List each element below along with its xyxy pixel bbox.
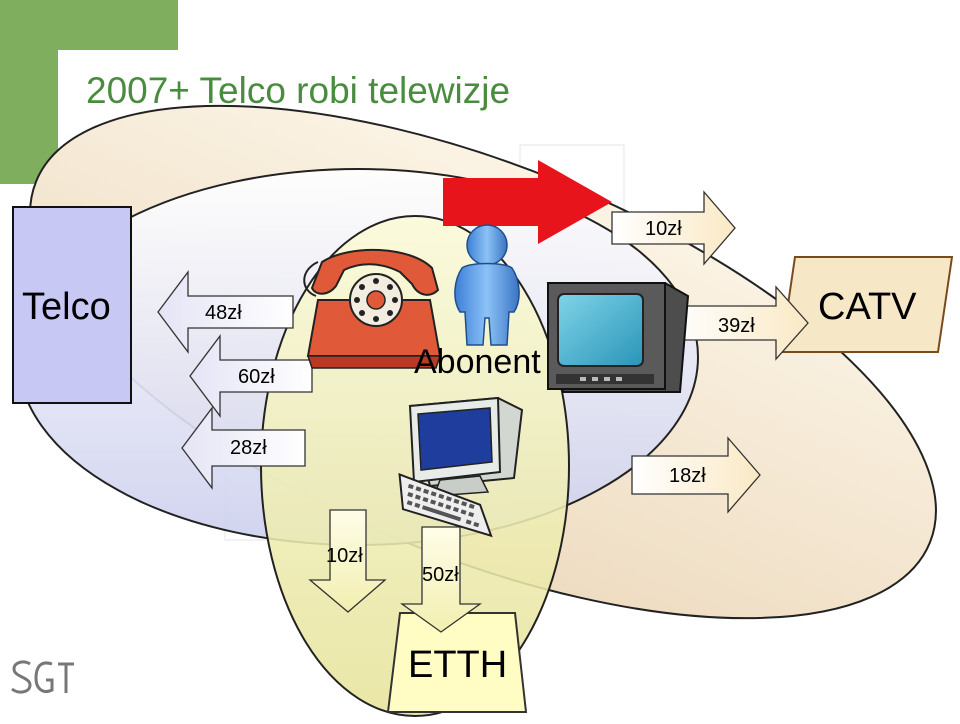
telephone-icon bbox=[303, 248, 442, 369]
flow-arrow-10-down bbox=[308, 509, 387, 613]
flow-arrow-10-top bbox=[611, 190, 736, 266]
flow-label-60: 60zł bbox=[238, 366, 275, 388]
flow-label-18: 18zł bbox=[669, 465, 706, 487]
telco-box bbox=[12, 206, 132, 404]
page-title: 2007+ Telco robi telewizje bbox=[86, 70, 511, 111]
flow-label-48: 48zł bbox=[205, 302, 242, 324]
catv-label: CATV bbox=[818, 286, 917, 328]
flow-label-10-down: 10zł bbox=[326, 545, 363, 567]
telco-label: Telco bbox=[22, 286, 111, 328]
flow-arrow-60 bbox=[189, 334, 313, 418]
flow-label-50: 50zł bbox=[422, 564, 459, 586]
flow-label-10-top: 10zł bbox=[645, 218, 682, 240]
flow-arrow-18 bbox=[631, 436, 761, 514]
flow-arrow-28 bbox=[181, 406, 306, 490]
person-icon bbox=[454, 224, 520, 346]
flow-label-28: 28zł bbox=[230, 437, 267, 459]
corner-bar-left bbox=[0, 0, 58, 184]
flow-label-39: 39zł bbox=[718, 315, 755, 337]
red-arrow bbox=[443, 160, 612, 244]
flow-arrow-50 bbox=[399, 526, 483, 633]
flow-arrow-48 bbox=[157, 270, 294, 354]
abonent-label: Abonent bbox=[414, 343, 541, 381]
tv-icon bbox=[546, 282, 690, 393]
etth-label: ETTH bbox=[408, 644, 508, 686]
computer-icon bbox=[398, 396, 524, 538]
etth-box bbox=[386, 612, 528, 713]
flow-arrow-39 bbox=[671, 285, 809, 361]
sgt-logo bbox=[11, 660, 74, 694]
